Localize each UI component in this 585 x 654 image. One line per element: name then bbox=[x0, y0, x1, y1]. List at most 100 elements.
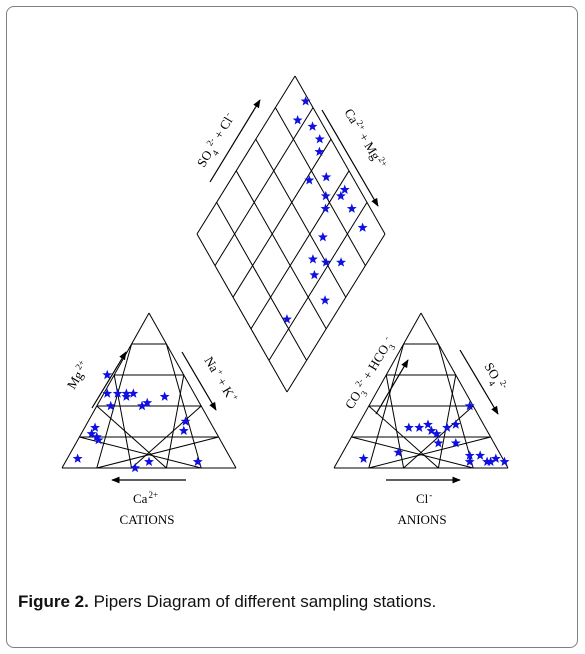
cation-point bbox=[144, 456, 154, 467]
diamond-point bbox=[321, 257, 331, 267]
diamond-grid-line bbox=[268, 202, 368, 361]
diamond-point bbox=[304, 175, 315, 185]
cation-point bbox=[102, 388, 113, 398]
diamond-edge bbox=[286, 233, 386, 393]
anion-point bbox=[426, 425, 437, 436]
cation-points bbox=[72, 369, 203, 473]
anion-point bbox=[442, 422, 453, 432]
diamond-point bbox=[282, 314, 292, 324]
anion-point bbox=[393, 447, 404, 457]
anion-point bbox=[450, 438, 461, 448]
cation-point bbox=[142, 397, 153, 408]
cation-point bbox=[130, 462, 141, 473]
anion-point bbox=[475, 450, 486, 460]
cation-point bbox=[180, 416, 191, 426]
anion-grid-line bbox=[385, 374, 405, 469]
figure-caption-text: Pipers Diagram of different sampling sta… bbox=[88, 592, 437, 611]
cation-point bbox=[192, 456, 203, 467]
diamond-points bbox=[282, 96, 368, 324]
diamond-point bbox=[321, 171, 332, 182]
cation-point bbox=[159, 391, 170, 401]
anion-points bbox=[358, 400, 510, 467]
cation-grid-line bbox=[96, 436, 219, 469]
diamond-point bbox=[314, 146, 325, 157]
cation-grid-line bbox=[96, 405, 167, 469]
cation-point bbox=[105, 400, 116, 411]
diamond-point bbox=[339, 184, 350, 194]
figure-caption-label: Figure 2. bbox=[18, 592, 89, 611]
anion-edge-right bbox=[420, 312, 509, 469]
diamond-right-label: Ca2+ + Mg2+ bbox=[341, 105, 389, 171]
diamond-point bbox=[314, 134, 325, 144]
diamond-grid-line bbox=[255, 138, 347, 298]
cation-bottom-label: Ca2+ bbox=[133, 490, 158, 506]
cation-triangle-grid bbox=[61, 312, 237, 469]
cation-title: CATIONS bbox=[120, 512, 175, 527]
anion-point bbox=[499, 456, 510, 467]
anion-point bbox=[485, 456, 496, 467]
diamond-edge bbox=[196, 75, 296, 235]
cation-grid-line bbox=[165, 374, 185, 469]
anion-grid-line bbox=[437, 374, 457, 469]
figure-frame bbox=[6, 6, 578, 648]
diamond-point bbox=[292, 115, 303, 125]
anion-grid-line bbox=[437, 343, 474, 469]
anion-point bbox=[433, 438, 444, 448]
anion-grid-line bbox=[368, 405, 439, 469]
diamond-grid-line bbox=[216, 202, 308, 361]
cation-grid-line bbox=[165, 343, 202, 469]
cation-point bbox=[102, 369, 113, 380]
anion-grid-line bbox=[351, 436, 474, 469]
anion-point bbox=[358, 453, 369, 463]
anion-title: ANIONS bbox=[397, 512, 446, 527]
diamond-point bbox=[317, 231, 328, 242]
anion-point bbox=[490, 453, 501, 463]
diamond-point bbox=[346, 203, 357, 213]
diamond-point bbox=[357, 222, 368, 232]
diamond-grid-line bbox=[232, 138, 332, 298]
cation-left-arrow bbox=[91, 351, 127, 409]
cation-point bbox=[86, 428, 97, 439]
cation-grid-line bbox=[113, 374, 133, 469]
diamond-point bbox=[320, 295, 330, 305]
anion-grid-line bbox=[368, 436, 491, 469]
cation-point bbox=[72, 453, 83, 463]
diamond-point bbox=[307, 254, 318, 264]
cation-point bbox=[178, 425, 189, 436]
anion-edge-left bbox=[333, 312, 422, 469]
diamond-point bbox=[307, 121, 318, 131]
diamond-point bbox=[335, 190, 346, 201]
anion-point bbox=[450, 419, 461, 429]
diamond-right-arrow bbox=[321, 109, 379, 207]
anion-point bbox=[403, 422, 414, 432]
cation-point bbox=[128, 388, 139, 398]
anion-point bbox=[431, 428, 442, 439]
figure-caption: Figure 2. Pipers Diagram of different sa… bbox=[18, 592, 568, 612]
cation-point bbox=[121, 391, 132, 401]
cation-right-label: Na+ + K+ bbox=[201, 353, 241, 405]
diamond-grid-line bbox=[214, 107, 314, 266]
diamond-point bbox=[309, 269, 320, 280]
anion-point bbox=[464, 450, 475, 460]
cation-edge-left bbox=[61, 312, 150, 469]
anion-point bbox=[423, 419, 433, 429]
diamond-point bbox=[320, 190, 331, 201]
anion-point bbox=[414, 422, 425, 432]
cation-point bbox=[93, 434, 104, 445]
diamond-point bbox=[320, 203, 331, 213]
diamond-edge bbox=[196, 233, 288, 393]
cation-point bbox=[90, 422, 101, 432]
diamond-grid-line bbox=[250, 170, 350, 330]
diamond-left-label: SO42- + Cl- bbox=[193, 110, 241, 172]
anion-bottom-label: Cl- bbox=[416, 490, 432, 506]
cation-left-label: Mg2+ bbox=[63, 358, 92, 392]
anion-point bbox=[464, 456, 475, 467]
cation-right-arrow bbox=[181, 351, 217, 411]
anion-right-arrow bbox=[459, 349, 499, 415]
anion-left-arrow bbox=[375, 359, 409, 415]
diamond-grid bbox=[196, 75, 386, 393]
anion-right-label: SO42- bbox=[478, 359, 510, 395]
diamond-point bbox=[300, 96, 311, 106]
cation-point bbox=[112, 388, 123, 398]
diamond-point bbox=[336, 257, 346, 267]
